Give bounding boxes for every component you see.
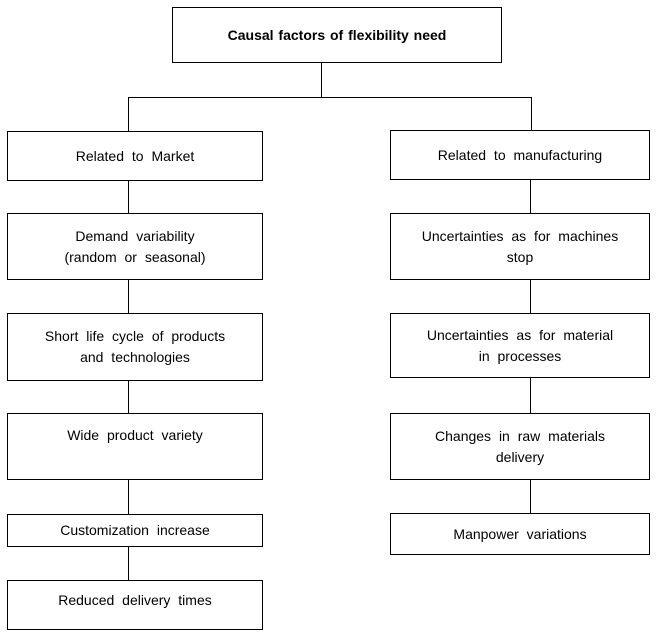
- node-reduced-delivery-times-label: Reduced delivery times: [58, 592, 212, 608]
- connector-branch-right: [531, 97, 532, 131]
- node-customization-increase-label: Customization increase: [60, 522, 210, 538]
- node-changes-raw-materials-delivery: Changes in raw materials delivery: [390, 413, 650, 480]
- node-manpower-variations: Manpower variations: [390, 513, 650, 555]
- node-related-to-manufacturing: Related to manufacturing: [390, 130, 650, 180]
- node-uncertainties-material-processes: Uncertainties as for material in process…: [390, 313, 650, 378]
- connector-manufacturing-1: [530, 180, 531, 213]
- node-demand-variability-line1: Demand variability: [75, 227, 195, 244]
- node-reduced-delivery-times: Reduced delivery times: [7, 580, 263, 630]
- node-uncertainties-material-processes-line2: in processes: [478, 347, 562, 364]
- node-demand-variability-line2: (random or seasonal): [64, 248, 206, 265]
- node-uncertainties-machines-stop-line1: Uncertainties as for machines: [421, 227, 619, 244]
- node-related-to-market-label: Related to Market: [75, 147, 195, 164]
- connector-manufacturing-4: [530, 480, 531, 513]
- connector-manufacturing-3: [530, 378, 531, 413]
- node-demand-variability: Demand variability (random or seasonal): [7, 213, 263, 280]
- node-short-life-cycle-line2: and technologies: [80, 349, 190, 365]
- connector-market-4: [128, 480, 129, 514]
- connector-market-2: [128, 280, 129, 313]
- node-customization-increase: Customization increase: [7, 514, 263, 547]
- node-causal-factors: Causal factors of flexibility need: [172, 7, 502, 63]
- node-related-to-manufacturing-label: Related to manufacturing: [437, 146, 603, 163]
- connector-market-1: [128, 181, 129, 213]
- node-changes-raw-materials-delivery-line2: delivery: [495, 448, 545, 465]
- connector-market-5: [128, 547, 129, 580]
- node-short-life-cycle-line1: Short life cycle of products: [44, 328, 226, 344]
- connector-manufacturing-2: [530, 280, 531, 313]
- node-uncertainties-machines-stop: Uncertainties as for machines stop: [390, 213, 650, 280]
- node-related-to-market: Related to Market: [7, 131, 263, 181]
- connector-market-3: [128, 381, 129, 413]
- connector-branch-left: [128, 97, 129, 131]
- node-manpower-variations-label: Manpower variations: [453, 525, 587, 542]
- node-uncertainties-material-processes-line1: Uncertainties as for material: [426, 326, 614, 343]
- connector-branch-horizontal: [128, 97, 532, 98]
- node-wide-product-variety: Wide product variety: [7, 413, 263, 480]
- node-short-life-cycle: Short life cycle of products and technol…: [7, 313, 263, 381]
- node-changes-raw-materials-delivery-line1: Changes in raw materials: [435, 427, 605, 444]
- node-causal-factors-label: Causal factors of flexibility need: [227, 26, 447, 43]
- connector-root-stem: [321, 62, 322, 98]
- node-wide-product-variety-label: Wide product variety: [67, 427, 203, 443]
- node-uncertainties-machines-stop-line2: stop: [506, 248, 534, 265]
